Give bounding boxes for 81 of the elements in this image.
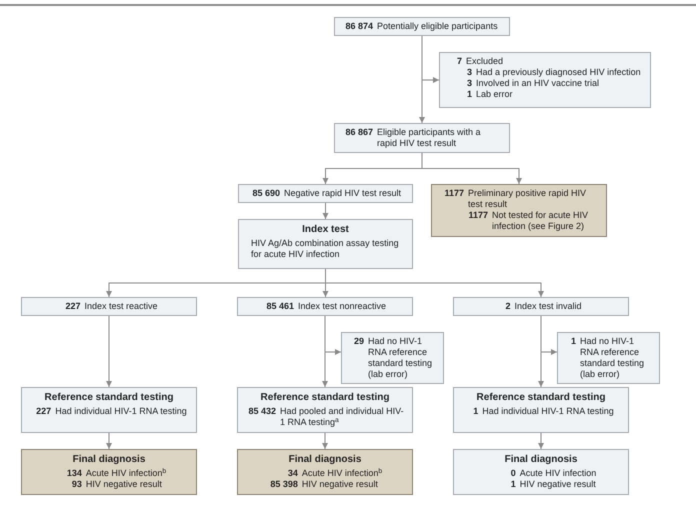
count: 227	[64, 301, 80, 312]
description: Not tested for acute HIV infection (see Figure 2)	[492, 210, 590, 232]
count: 85 461	[265, 301, 294, 312]
description: Had individual HIV-1 RNA testing	[55, 406, 187, 417]
count: 85 690	[251, 188, 280, 199]
description: Negative rapid HIV test result	[284, 188, 402, 199]
description: Acute HIV infection	[520, 468, 596, 479]
process-box	[334, 123, 510, 153]
process-box	[453, 387, 629, 433]
description: Index test invalid	[514, 301, 582, 312]
description: HIV negative result	[86, 479, 162, 490]
arrow	[106, 432, 112, 450]
description: Acute HIV infection$^{b}$	[302, 468, 382, 479]
description: HIV negative result	[302, 479, 378, 490]
box-heading: Index test	[301, 223, 350, 236]
description: Had no HIV-1 RNA reference standard testing (lab error)	[580, 336, 646, 380]
box-heading: Reference standard testing	[44, 391, 174, 404]
result-box	[431, 184, 607, 237]
process-box	[439, 52, 651, 108]
process-box	[238, 219, 413, 269]
count: 1	[472, 406, 478, 417]
process-box	[557, 332, 660, 384]
arrow	[324, 316, 342, 355]
process-box	[453, 449, 629, 495]
count: 85 432	[247, 406, 276, 418]
count: 227	[35, 406, 52, 417]
result-box	[21, 449, 197, 495]
description: Acute HIV infection$^{b}$	[86, 468, 166, 479]
count: 3	[466, 78, 472, 89]
count: 93	[70, 479, 82, 490]
arrow	[322, 202, 328, 220]
process-box	[237, 387, 413, 433]
description: Involved in an HIV vaccine trial	[476, 78, 600, 89]
count: 34	[286, 468, 298, 479]
description: Lab error	[476, 89, 513, 100]
count: 1	[570, 336, 576, 348]
description: Eligible participants with a rapid HIV test result	[377, 127, 482, 149]
description: Excluded	[466, 56, 504, 67]
arrow	[540, 316, 558, 355]
arrow	[538, 432, 544, 450]
count: 86 867	[344, 127, 373, 139]
count: 7	[456, 56, 462, 67]
description: Had no HIV-1 RNA reference standard testing (lab error)	[368, 336, 434, 380]
process-box	[453, 297, 629, 316]
box-heading: Final diagnosis	[72, 453, 146, 466]
count: 1177	[467, 210, 488, 222]
count: 86 874	[344, 21, 373, 32]
box-heading: Reference standard testing	[260, 391, 390, 404]
arrow	[322, 432, 328, 450]
process-box	[341, 332, 444, 384]
count: 1177	[443, 188, 464, 200]
count: 1	[466, 89, 472, 100]
process-box	[237, 297, 413, 316]
description: Had individual HIV-1 RNA testing	[482, 406, 614, 417]
count: 29	[352, 336, 364, 348]
arrow	[106, 316, 112, 388]
count: 1	[510, 479, 516, 490]
description: Had pooled and individual HIV-1 RNA testing$^{a}$	[280, 406, 404, 428]
process-box	[334, 17, 510, 36]
box-heading: Final diagnosis	[288, 453, 362, 466]
description: HIV negative result	[520, 479, 596, 490]
description: Had a previously diagnosed HIV infection	[476, 67, 641, 78]
description: Index test nonreactive	[298, 301, 386, 312]
box-description: HIV Ag/Ab combination assay testing for acute HIV infection	[250, 238, 400, 260]
arrow	[325, 268, 544, 298]
description: Potentially eligible participants	[377, 21, 498, 32]
process-box	[238, 184, 413, 203]
count: 3	[466, 67, 472, 78]
count: 85 398	[269, 479, 298, 490]
arrow	[422, 152, 522, 184]
arrow	[422, 36, 440, 83]
count: 134	[66, 468, 82, 479]
process-box	[21, 297, 197, 316]
result-box	[237, 449, 413, 495]
process-box	[21, 387, 197, 433]
count: 2	[504, 301, 510, 312]
box-heading: Final diagnosis	[504, 453, 578, 466]
count: 0	[510, 468, 516, 479]
box-heading: Reference standard testing	[476, 391, 606, 404]
description: Preliminary positive rapid HIV test result	[468, 188, 588, 210]
description: Index test reactive	[84, 301, 158, 312]
